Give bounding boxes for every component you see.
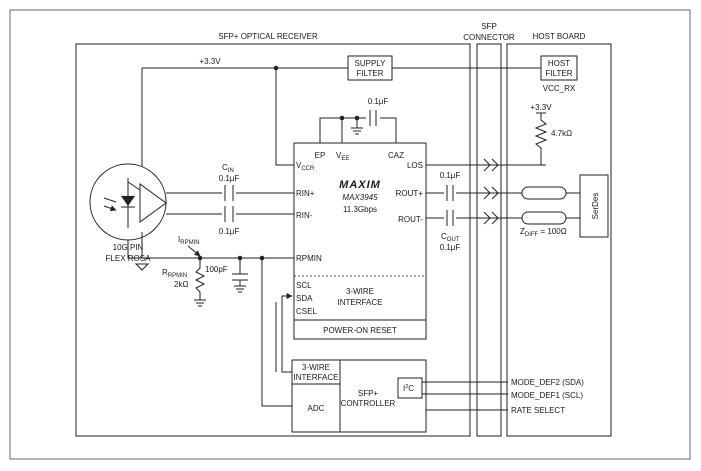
rrpmin-value: 2kΩ (174, 280, 188, 289)
pin-scl: SCL (296, 281, 312, 290)
connector-chevron (483, 158, 499, 172)
cin-label: CIN (222, 163, 234, 174)
tia-input-wire (127, 181, 141, 191)
host-filter-box (540, 55, 578, 81)
controller-name-1: SFP+ (358, 389, 379, 398)
pin-caz: CAZ (388, 151, 404, 160)
pin-los: LOS (407, 161, 423, 170)
three-wire-bus (281, 293, 293, 372)
cin-capacitor (224, 185, 234, 201)
section-label-host-board: HOST BOARD (533, 32, 586, 41)
cout-top-value: 0.1μF (440, 171, 461, 180)
pullup-value: 4.7kΩ (551, 129, 572, 138)
max3945-chip (293, 142, 427, 340)
transmission-line-minus (521, 211, 567, 225)
pin-ep: EP (315, 151, 326, 160)
connector-chevron (483, 186, 499, 200)
section-label-connector: CONNECTOR (463, 33, 515, 42)
adc-wire (261, 258, 292, 407)
pin-rin-minus: RIN- (296, 211, 313, 220)
serdes-input-wires (566, 192, 580, 219)
vcc-rx-label: VCC_RX (543, 84, 576, 93)
signal-rate-select: RATE SELECT (511, 406, 565, 415)
pin-vccr: VCCR (296, 161, 315, 172)
i2c-box (397, 377, 423, 399)
serdes-label: SerDes (591, 193, 600, 220)
caz-cap-value: 0.1μF (368, 97, 389, 106)
vccr-supply-wire (275, 68, 294, 166)
cin2-capacitor (224, 206, 234, 222)
cout-value: 0.1μF (440, 243, 461, 252)
light-arrow-icon (103, 197, 116, 210)
rrpmin-resistor (194, 258, 206, 300)
rosa-ground-icon (134, 232, 150, 271)
cout-capacitor (446, 210, 454, 226)
power-on-reset-label: POWER-ON RESET (323, 326, 397, 335)
adc-label: ADC (308, 404, 325, 413)
chip-rate: 11.3Gbps (343, 205, 377, 214)
junction-dot (273, 65, 279, 71)
cap-100pf-label: 100pF (205, 265, 228, 274)
chip-3wire-label-1: 3-WIRE (346, 287, 374, 296)
pin-vee: VEE (336, 151, 349, 162)
irpmin-label: IRPMIN (178, 235, 200, 246)
signal-sda: MODE_DEF2 (SDA) (511, 378, 584, 387)
pin-rpmin: RPMIN (296, 254, 322, 263)
transmission-line-plus (521, 186, 567, 200)
chip-3wire-label-2: INTERFACE (338, 298, 383, 307)
ground-symbol (194, 299, 206, 307)
caz-capacitor (369, 110, 377, 126)
host-rail-label: +3.3V (530, 103, 552, 112)
host-filter-label-2: FILTER (546, 69, 573, 78)
serdes-box (579, 174, 609, 238)
cap-100pf (232, 258, 248, 293)
pin-rout-minus: ROUT- (398, 215, 423, 224)
host-filter-label-1: HOST (548, 59, 570, 68)
cout-top-capacitor (446, 185, 454, 201)
cin2-value: 0.1μF (219, 227, 240, 236)
supply-filter-label-1: SUPPLY (355, 59, 387, 68)
controller-name-2: CONTROLLER (341, 399, 396, 408)
outer-frame (9, 9, 691, 460)
ground-symbol (351, 118, 363, 135)
irpmin-arrow-icon (187, 245, 201, 257)
maxim-logo: MAXIM (339, 179, 381, 191)
photodiode-icon (121, 196, 135, 206)
controller-3wire-label-1: 3-WIRE (302, 363, 330, 372)
host-board-section (506, 43, 612, 437)
junction-dot (339, 115, 345, 121)
pullup-resistor (534, 113, 548, 165)
section-label-sfp: SFP (481, 22, 497, 31)
signal-scl: MODE_DEF1 (SCL) (511, 391, 583, 400)
rout-connector-wires (470, 192, 524, 219)
chip-part-number: MAX3945 (342, 193, 378, 202)
connector-chevron (483, 211, 499, 225)
sfp-connector-section (476, 43, 502, 437)
cout-label: COUT (441, 232, 460, 243)
rail-label: +3.3V (199, 57, 221, 66)
pin-sda: SDA (296, 294, 313, 303)
section-label-receiver: SFP+ OPTICAL RECEIVER (218, 32, 318, 41)
controller-dividers (292, 360, 341, 432)
pin-csel: CSEL (296, 307, 317, 316)
i2c-label: I2C (403, 384, 414, 393)
cin-value: 0.1μF (219, 174, 240, 183)
tia-amplifier-icon (139, 183, 167, 223)
rrpmin-label: RRPMIN (162, 268, 187, 279)
controller-3wire-label-2: INTERFACE (294, 373, 339, 382)
zdiff-label: ZDIFF = 100Ω (520, 227, 567, 238)
pin-rout-plus: ROUT+ (396, 189, 424, 198)
pin-rin-plus: RIN+ (296, 189, 315, 198)
supply-filter-label-2: FILTER (357, 69, 384, 78)
supply-filter-box (347, 55, 393, 81)
